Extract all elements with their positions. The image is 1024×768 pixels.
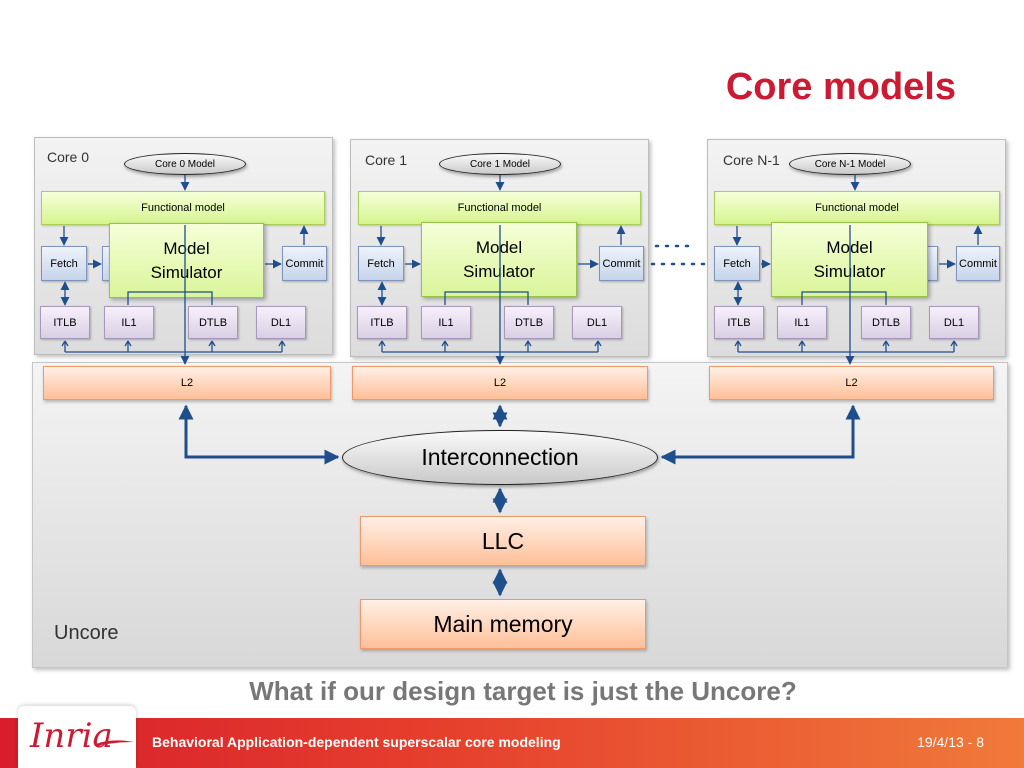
core-0-itlb: ITLB [40, 306, 90, 339]
core-0-functional-model: Functional model [41, 191, 325, 225]
core-n-1-l2: L2 [709, 366, 994, 400]
core-0-dl1: DL1 [256, 306, 306, 339]
footer-date-page: 19/4/13 - 8 [917, 734, 984, 750]
core-0-commit: Commit [282, 246, 327, 281]
core-0-il1: IL1 [104, 306, 154, 339]
core-0-fetch: Fetch [41, 246, 87, 281]
core-n-1-sim-line2: Simulator [813, 261, 886, 281]
core-n-1-dl1: DL1 [929, 306, 979, 339]
footer-bar [0, 718, 1024, 768]
logo-container [18, 706, 136, 768]
core-n-1-dtlb: DTLB [861, 306, 911, 339]
core-n-1-model-ellipse: Core N-1 Model [789, 153, 911, 175]
core-0-label: Core 0 [47, 149, 90, 165]
core-n-1-sim-line1: Model [826, 237, 873, 257]
core-1-fetch: Fetch [358, 246, 404, 281]
core-1-dl1: DL1 [572, 306, 622, 339]
slide-title: Core models [725, 66, 956, 108]
inria-logo: Inria [30, 716, 113, 756]
uncore-label: Uncore [54, 622, 119, 644]
core-1-l2: L2 [352, 366, 648, 400]
core-0-model-ellipse: Core 0 Model [124, 153, 246, 175]
core-0-l2: L2 [43, 366, 331, 400]
core-1-sim-line1: Model [475, 237, 523, 257]
core-1-il1: IL1 [421, 306, 471, 339]
core-0-dtlb: DTLB [188, 306, 238, 339]
core-n-1-functional-model: Functional model [714, 191, 1000, 225]
core-n-1-label: Core N-1 [723, 152, 780, 168]
core-n-1-fetch: Fetch [714, 246, 760, 281]
footer-presentation-title: Behavioral Application-dependent supersc… [152, 734, 561, 750]
main-memory-box: Main memory [360, 599, 646, 649]
logo-swoosh-icon [96, 740, 134, 746]
core-1-sim-line2: Simulator [463, 261, 535, 281]
core-1-commit: Commit [599, 246, 644, 281]
core-n-1-commit: Commit [956, 246, 1000, 281]
core-1-model-ellipse: Core 1 Model [439, 153, 561, 175]
question-text: What if our design target is just the Un… [249, 676, 797, 706]
interconnection-ellipse: Interconnection [342, 430, 658, 485]
llc-box: LLC [360, 516, 646, 566]
core-1-label: Core 1 [365, 152, 408, 168]
core-1-dtlb: DTLB [504, 306, 554, 339]
core-0-sim-line1: Model [163, 238, 210, 258]
core-1-itlb: ITLB [357, 306, 407, 339]
core-0-sim-line2: Simulator [150, 262, 223, 282]
core-n-1-il1: IL1 [777, 306, 827, 339]
core-1-functional-model: Functional model [358, 191, 641, 225]
core-n-1-itlb: ITLB [714, 306, 764, 339]
